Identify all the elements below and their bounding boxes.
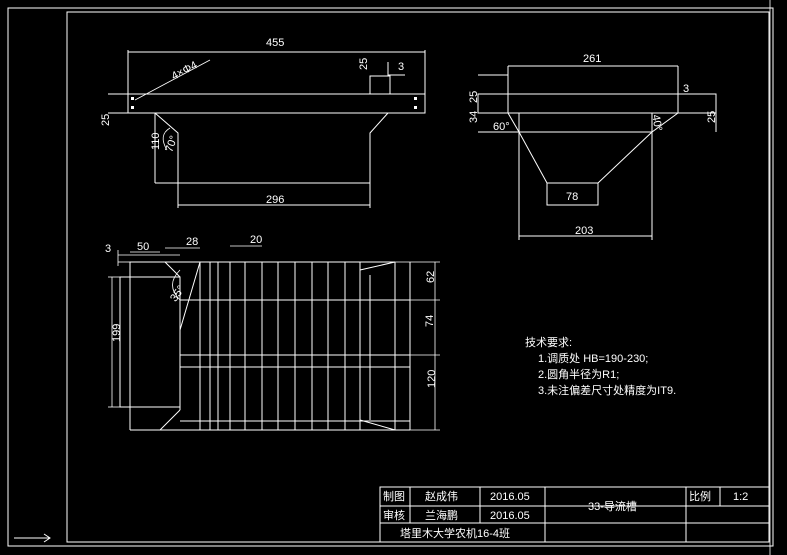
hole-marker [414,106,417,109]
front-dim-total-width: 455 [266,37,284,49]
plan-dim-199: 199 [111,324,123,342]
plan-dim-angle: 35° [168,284,187,305]
title-checked-date: 2016.05 [490,510,530,522]
front-view: 4×Φ4 455 25 3 25 110 70° 296 [100,37,426,208]
side-dim-right-angle: 40° [649,114,664,132]
tech-requirement-item: 1.调质处 HB=190-230; [538,352,648,365]
title-school: 塔里木大学农机16-4班 [400,526,510,540]
title-drawn-label: 制图 [383,490,405,503]
title-drawn-by: 赵成伟 [425,489,458,503]
title-scale-value: 1:2 [733,491,748,503]
title-drawn-date: 2016.05 [490,491,530,503]
front-dim-body-height: 110 [150,132,162,150]
hole-marker [414,97,417,100]
ucs-icon [14,533,51,543]
side-dim-left-angle: 60° [493,121,510,133]
side-dim-top-width: 261 [583,53,601,65]
front-dim-top-height: 25 [358,58,370,70]
plan-dim-3: 3 [105,243,111,255]
front-dim-angle: 70° [163,134,180,154]
plan-dim-62: 62 [425,271,437,283]
outer-frame [7,7,774,547]
front-dim-bottom-width: 296 [266,194,284,206]
side-dim-right-small: 3 [683,83,689,95]
side-dim-bottom-width: 203 [575,225,593,237]
plan-dim-74: 74 [424,315,436,327]
title-checked-by: 兰海鹏 [425,508,458,522]
side-dim-right-height: 25 [706,111,718,123]
plan-dim-20: 20 [250,234,262,246]
side-view: 261 3 25 34 25 60° 40° 78 203 [468,53,718,240]
title-block: 制图 赵成伟 2016.05 审核 兰海鹏 2016.05 塔里木大学农机16-… [379,486,770,543]
plan-dim-50: 50 [137,241,149,253]
hole-marker [131,97,134,100]
plan-dim-120: 120 [426,370,438,388]
plan-view: 3 50 28 20 199 35° 62 74 120 [105,234,440,431]
front-dim-left-height: 25 [100,114,112,126]
title-scale-label: 比例 [689,489,711,503]
title-checked-label: 审核 [383,508,405,522]
tech-requirement-item: 2.圆角半径为R1; [538,367,619,381]
tech-requirement-item: 3.未注偏差尺寸处精度为IT9. [538,383,676,397]
side-dim-outlet-width: 78 [566,191,578,203]
front-dim-small-width: 3 [398,61,404,73]
side-dim-left-upper: 25 [468,91,480,103]
plan-dim-28: 28 [186,236,198,248]
hole-marker [131,106,134,109]
side-dim-left-lower: 34 [468,111,480,123]
tech-requirements-heading: 技术要求: [525,336,572,349]
title-part-name: 33-导流槽 [588,499,637,513]
tech-requirements: 技术要求: 1.调质处 HB=190-230; 2.圆角半径为R1; 3.未注偏… [525,336,676,397]
front-dim-hole-label: 4×Φ4 [170,59,200,82]
